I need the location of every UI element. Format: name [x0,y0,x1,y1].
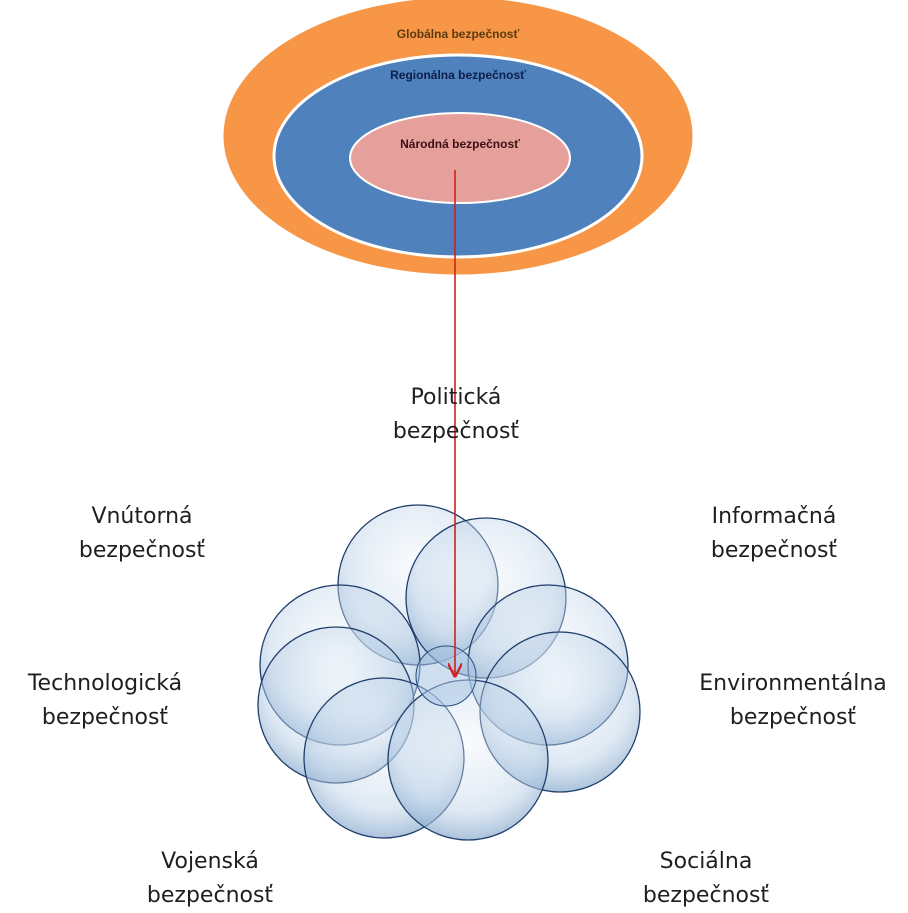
label-vnutorna: Vnútorná bezpečnosť [12,500,272,568]
label-vnutorna-line2: bezpečnosť [78,538,206,563]
label-environmentalna-line1: Environmentálna [699,671,887,696]
label-socialna: Sociálna bezpečnosť [576,845,836,913]
national-security-label: Národná bezpečnosť [400,137,520,151]
label-technologicka-line2: bezpečnosť [41,705,169,730]
label-politicka-line1: Politická [410,385,502,410]
label-politicka-line2: bezpečnosť [392,419,520,444]
label-socialna-line2: bezpečnosť [642,883,770,908]
label-informacna-line2: bezpečnosť [710,538,838,563]
label-socialna-line1: Sociálna [659,849,753,874]
label-vojenska: Vojenská bezpečnosť [80,845,340,913]
label-technologicka: Technologická bezpečnosť [0,667,235,735]
label-vnutorna-line1: Vnútorná [91,504,193,529]
label-politicka: Politická bezpečnosť [326,381,586,449]
label-vojenska-line1: Vojenská [161,849,259,874]
label-informacna-line1: Informačná [711,504,837,529]
regional-security-label: Regionálna bezpečnosť [390,68,526,82]
label-technologicka-line1: Technologická [27,671,183,696]
label-environmentalna: Environmentálna bezpečnosť [663,667,908,735]
sector-spheres [257,504,641,841]
global-security-label: Globálna bezpečnosť [397,27,520,41]
label-environmentalna-line2: bezpečnosť [729,705,857,730]
sphere-core [415,645,477,707]
label-vojenska-line2: bezpečnosť [146,883,274,908]
national-security-ring [349,112,571,204]
label-informacna: Informačná bezpečnosť [644,500,904,568]
sphere-bottom [387,679,549,841]
